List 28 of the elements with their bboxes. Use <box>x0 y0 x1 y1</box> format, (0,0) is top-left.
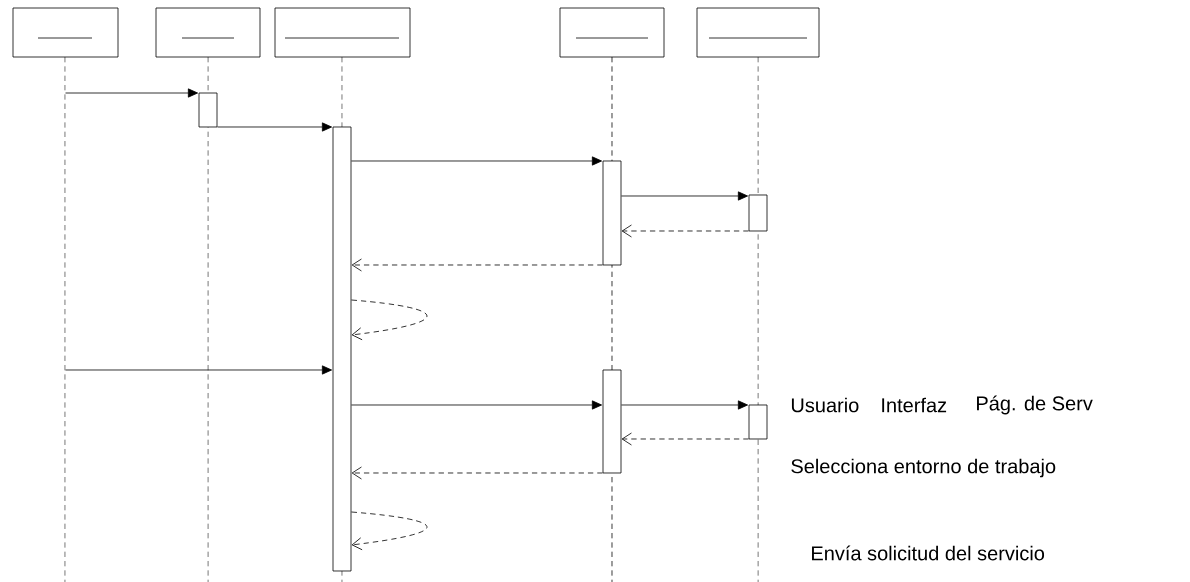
text-label: Selecciona entorno de trabajo <box>791 458 1056 478</box>
message-arrow <box>217 122 332 132</box>
activation-bar <box>748 404 768 440</box>
activation-bar <box>602 369 622 474</box>
message-arrow <box>65 365 332 375</box>
message-arrow <box>351 299 428 341</box>
participant-box <box>274 7 411 58</box>
message-arrow <box>65 88 198 98</box>
message-arrow <box>351 466 603 480</box>
message-arrow <box>351 156 602 166</box>
message-arrow <box>621 400 748 410</box>
text-label: Pág. de Serv <box>977 395 1093 415</box>
participant-box <box>155 7 261 58</box>
activation-bar <box>198 92 218 128</box>
text-label: Usuario <box>791 397 859 413</box>
text-label: Interfaz <box>882 397 947 413</box>
activation-bar <box>602 160 622 266</box>
message-arrow <box>351 400 602 410</box>
message-arrow <box>351 511 428 551</box>
activation-bar <box>748 194 768 232</box>
activation-bar <box>332 126 352 572</box>
message-arrow <box>621 191 748 201</box>
participant-box <box>696 7 820 58</box>
text-label: Envía solicitud del servicio <box>812 545 1045 561</box>
participant-box <box>559 7 665 58</box>
message-arrow <box>621 224 749 238</box>
message-arrow <box>621 432 749 446</box>
message-arrow <box>351 258 603 272</box>
